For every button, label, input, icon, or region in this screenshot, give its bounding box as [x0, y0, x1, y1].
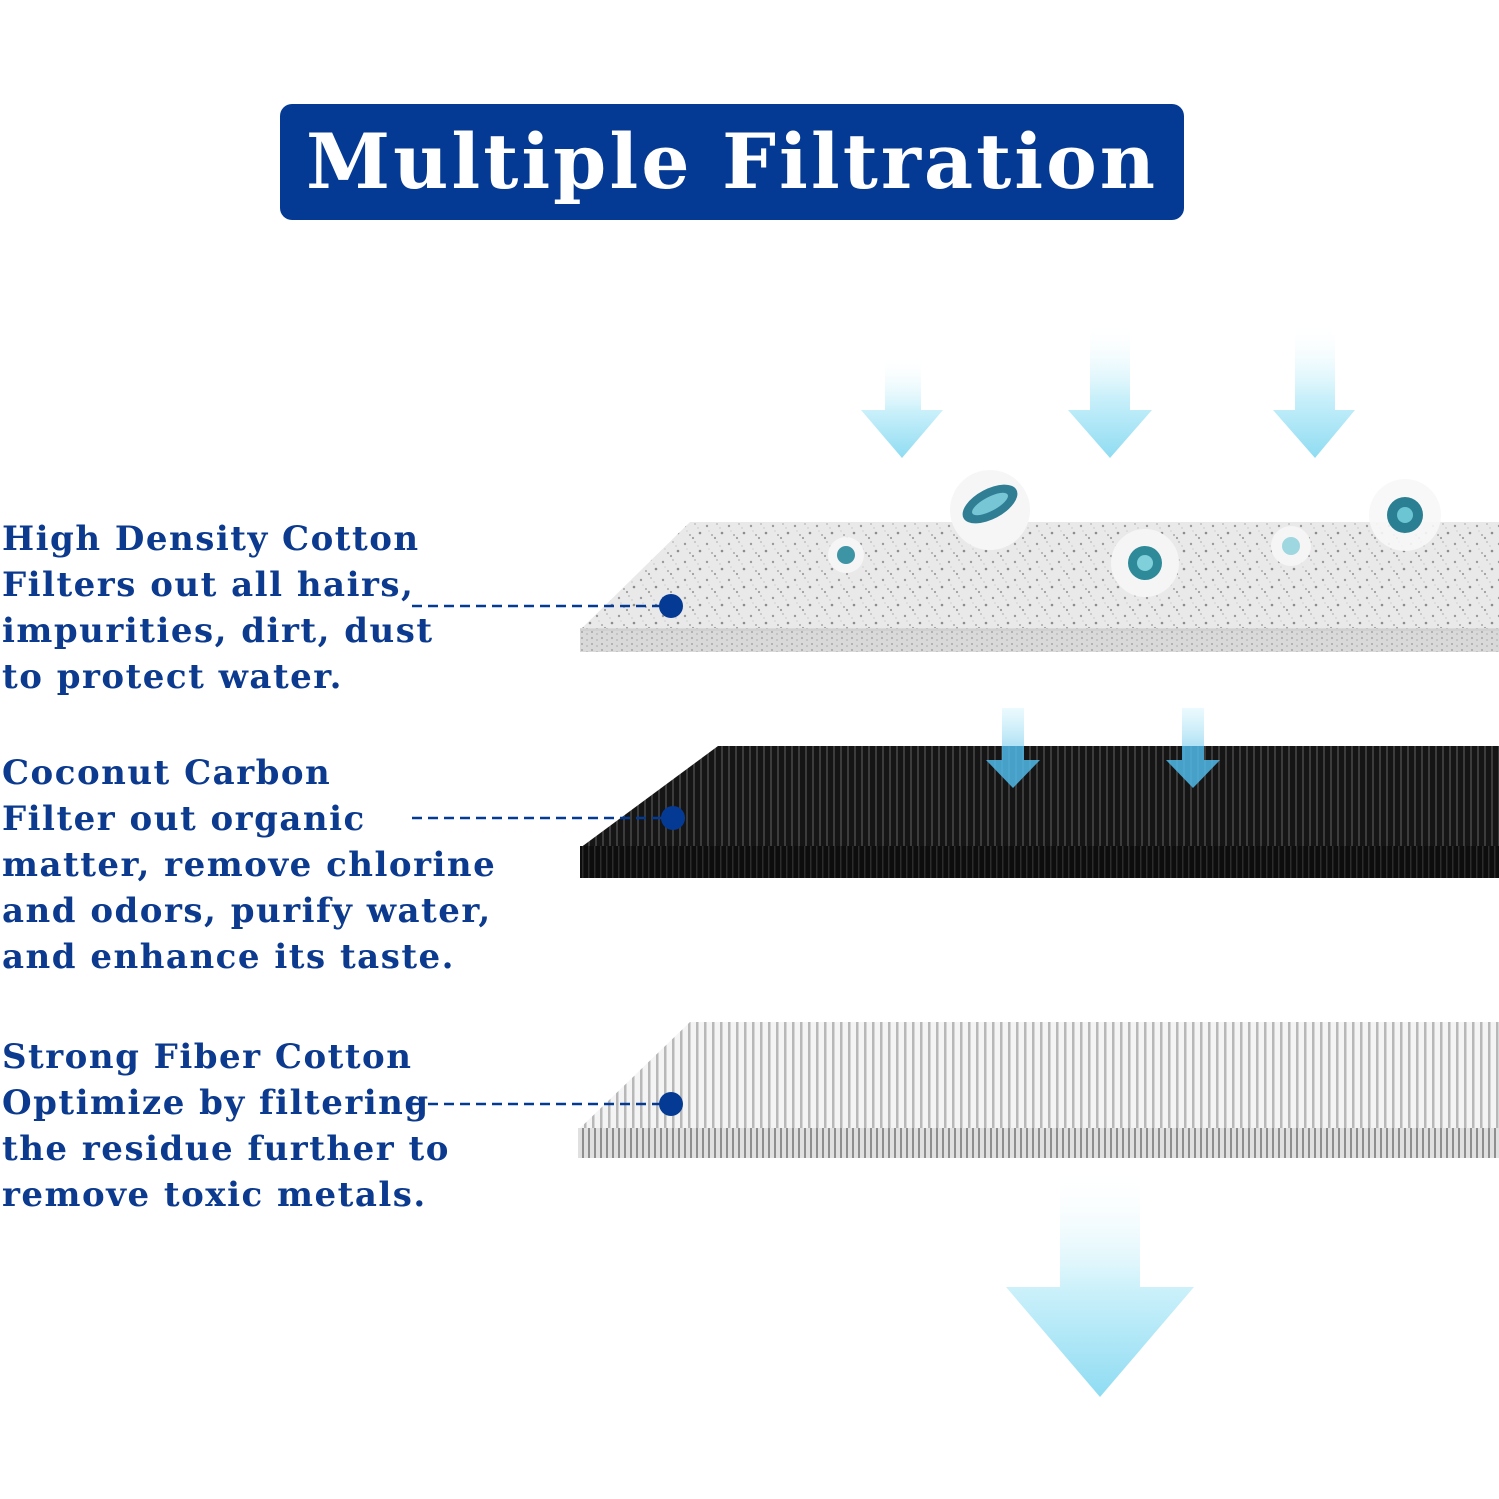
layer-line: and enhance its taste. — [2, 937, 456, 977]
bacteria-icon — [828, 537, 864, 573]
layer-line: Optimize by filtering — [2, 1083, 430, 1123]
layer-line: and odors, purify water, — [2, 891, 492, 931]
coconut-carbon-layer — [580, 746, 1499, 878]
callout-line-1 — [412, 594, 683, 618]
bacteria-icon — [1271, 526, 1311, 566]
page-title: Multiple Filtration — [305, 117, 1159, 206]
layer-line: to protect water. — [2, 657, 343, 697]
callout-dot-icon — [659, 594, 683, 618]
layer-line: remove toxic metals. — [2, 1175, 427, 1215]
down-arrow-icon — [861, 355, 943, 458]
callout-dot-icon — [661, 806, 685, 830]
bacteria-icon — [1369, 479, 1441, 551]
layer-line: Filter out organic — [2, 799, 366, 839]
layer-line: matter, remove chlorine — [2, 845, 497, 885]
callout-line-3 — [412, 1092, 683, 1116]
down-arrow-icon — [1068, 322, 1152, 458]
bacteria-icon — [1111, 529, 1179, 597]
layer-description-coconut-carbon: Coconut Carbon Filter out organic matter… — [2, 750, 496, 980]
layer-heading: Strong Fiber Cotton — [2, 1037, 413, 1077]
layer-description-high-density-cotton: High Density Cotton Filters out all hair… — [2, 516, 434, 700]
title-banner: Multiple Filtration — [280, 104, 1184, 220]
bacteria-icon — [950, 470, 1030, 550]
callout-dot-icon — [659, 1092, 683, 1116]
down-arrow-icon — [1006, 1165, 1194, 1397]
layer-line: the residue further to — [2, 1129, 450, 1169]
callout-line-2 — [412, 806, 685, 830]
layer-line: Filters out all hairs, — [2, 565, 415, 605]
layer-line: impurities, dirt, dust — [2, 611, 434, 651]
down-arrow-icon — [1273, 322, 1355, 458]
high-density-cotton-layer — [580, 522, 1499, 652]
layer-heading: Coconut Carbon — [2, 753, 332, 793]
layer-description-strong-fiber-cotton: Strong Fiber Cotton Optimize by filterin… — [2, 1034, 450, 1218]
layer-heading: High Density Cotton — [2, 519, 420, 559]
strong-fiber-cotton-layer — [578, 1022, 1499, 1158]
